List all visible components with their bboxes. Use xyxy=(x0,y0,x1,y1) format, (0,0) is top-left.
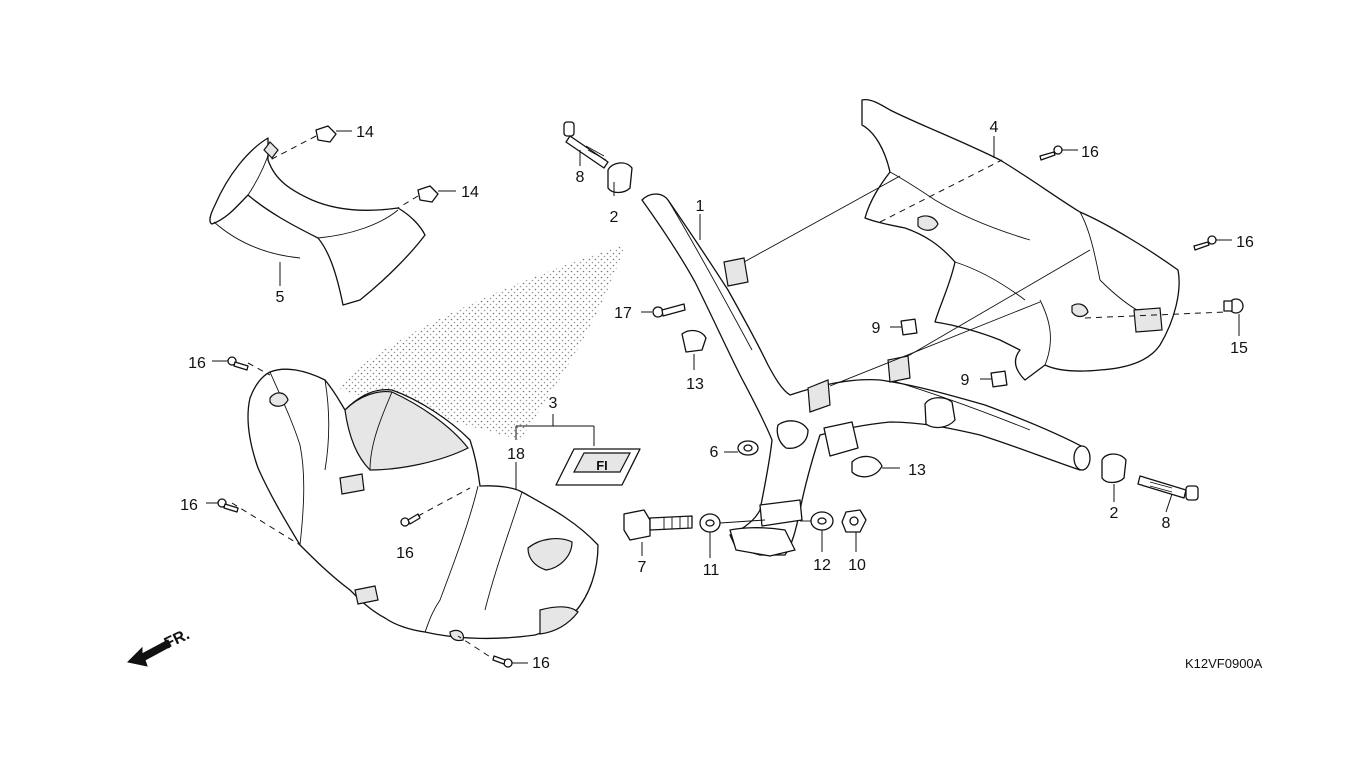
part-16-screw-bottom xyxy=(492,655,528,668)
callout-2-right: 2 xyxy=(1110,505,1119,522)
dotted-projection-area xyxy=(340,245,625,440)
callout-17: 17 xyxy=(614,305,632,322)
callout-16-right: 16 xyxy=(1236,234,1254,251)
callout-12: 12 xyxy=(813,557,831,574)
direction-label: FR. xyxy=(162,626,193,652)
callout-8-left: 8 xyxy=(576,169,585,186)
part-10-nut xyxy=(841,509,867,533)
part-16-screw-center xyxy=(400,487,471,527)
part-16-screw-left-upper xyxy=(212,356,249,371)
callout-16-left-lower: 16 xyxy=(180,497,198,514)
part-8-bolt-left xyxy=(563,121,609,169)
callout-5: 5 xyxy=(276,289,285,306)
part-14-clip-upper xyxy=(315,125,352,143)
callout-9-upper: 9 xyxy=(872,320,881,337)
part-4-rear-handle-cover xyxy=(861,98,1180,381)
callout-labels: 1 2 2 3 4 5 6 7 8 8 9 9 10 11 12 13 13 1… xyxy=(180,119,1254,672)
part-16-screw-left-lower xyxy=(206,498,239,513)
part-13-clamp-upper xyxy=(681,329,707,353)
part-9-clip-nut-upper xyxy=(890,318,918,336)
part-12-washer xyxy=(800,511,834,531)
callout-16-top-right: 16 xyxy=(1081,144,1099,161)
part-3-front-cover-assembly xyxy=(247,368,599,642)
emblem-text: FI xyxy=(596,458,608,473)
part-16-screw-right xyxy=(1193,235,1232,251)
callout-9-lower: 9 xyxy=(961,372,970,389)
callout-8-right: 8 xyxy=(1162,515,1171,532)
callout-10: 10 xyxy=(848,557,866,574)
part-7-bolt xyxy=(623,509,693,541)
part-18-emblem: FI xyxy=(555,448,641,486)
callout-16-center: 16 xyxy=(396,545,414,562)
part-17-screw xyxy=(652,303,686,318)
part-6-washer xyxy=(724,440,759,456)
callout-7: 7 xyxy=(638,559,647,576)
callout-15: 15 xyxy=(1230,340,1248,357)
part-5-front-inner-cover xyxy=(209,137,426,306)
callout-1: 1 xyxy=(696,198,705,215)
callout-4: 4 xyxy=(990,119,999,136)
callout-13-upper: 13 xyxy=(686,376,704,393)
callout-3: 3 xyxy=(549,395,558,412)
callout-11: 11 xyxy=(703,562,720,579)
part-9-clip-nut-lower xyxy=(980,370,1008,388)
part-14-clip-lower xyxy=(417,185,456,203)
part-16-screw-top-right xyxy=(1039,145,1078,161)
callout-13-lower: 13 xyxy=(908,462,926,479)
callout-2-left: 2 xyxy=(610,209,619,226)
callout-6: 6 xyxy=(710,444,719,461)
front-direction-arrow: FR. xyxy=(126,626,193,667)
part-13-clamp-lower xyxy=(851,455,900,478)
part-2-bar-end-weight-left xyxy=(607,162,633,194)
callout-14-lower: 14 xyxy=(461,184,479,201)
part-15-bolt xyxy=(1223,298,1244,314)
callout-16-bottom: 16 xyxy=(532,655,550,672)
callout-18: 18 xyxy=(507,446,525,463)
part-8-bolt-right xyxy=(1137,475,1199,501)
part-2-bar-end-weight-right xyxy=(1101,453,1127,484)
part-1-handlebar xyxy=(641,193,1091,557)
drawing-code: K12VF0900A xyxy=(1185,656,1263,671)
callout-14-upper: 14 xyxy=(356,124,374,141)
callout-16-left-upper: 16 xyxy=(188,355,206,372)
